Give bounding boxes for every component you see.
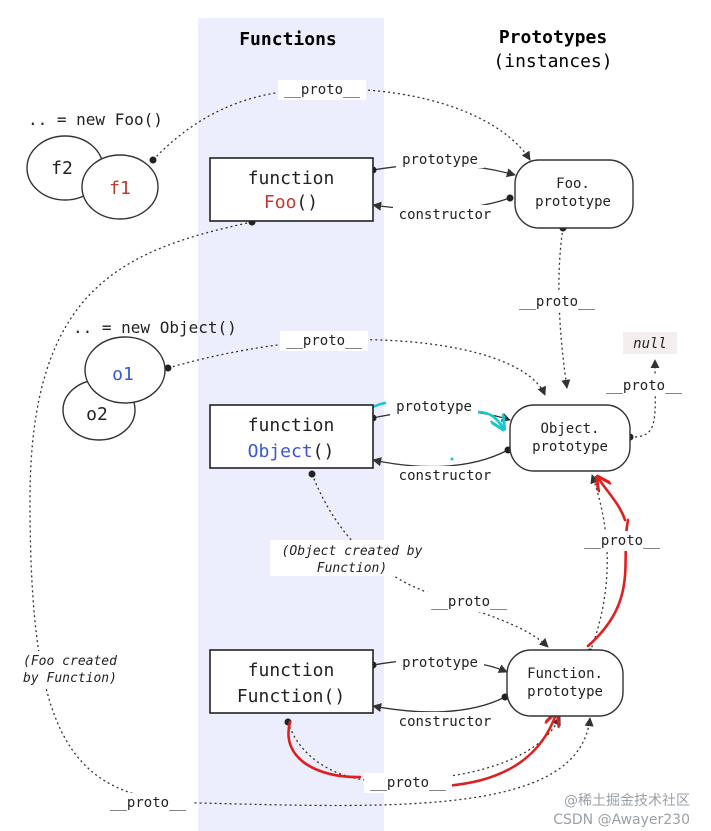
foo-prototype-line1: Foo.	[556, 176, 590, 192]
red-annotation-function-prototype-proto-2	[598, 478, 627, 522]
prototypes-header: Prototypes	[499, 27, 607, 48]
dot	[149, 156, 157, 164]
instance-f1: f1	[81, 154, 159, 220]
function-object-parens: ()	[313, 441, 335, 462]
label-prototype-foo: prototype	[402, 152, 478, 168]
cyan-dot	[450, 457, 454, 461]
o1-label: o1	[112, 364, 134, 385]
function-function-name: Function()	[237, 686, 345, 707]
label-proto-function-prototype: __proto__	[584, 533, 660, 549]
function-object-box: function Object()	[209, 404, 374, 469]
function-prototype-line2: prototype	[527, 684, 603, 700]
red-annotation-function-proto	[287, 720, 362, 779]
edge-object-prototype-null	[629, 359, 660, 438]
dot	[164, 364, 172, 372]
label-proto-o1: __proto__	[286, 333, 362, 349]
o2-label: o2	[86, 404, 108, 425]
f2-label: f2	[51, 158, 73, 179]
note-foo-created-line2: by Function)	[23, 671, 117, 686]
null-label: null	[633, 336, 667, 352]
label-prototype-object: prototype	[396, 399, 472, 415]
function-foo-box: function Foo()	[209, 157, 374, 222]
function-foo-name: Foo	[264, 192, 297, 213]
edge-object-constructor	[372, 449, 509, 468]
watermark-line1: @稀土掘金技术社区	[564, 793, 690, 809]
instance-o1: o1	[84, 336, 166, 404]
function-object-keyword: function	[248, 415, 335, 436]
label-proto-f1: __proto__	[284, 82, 360, 98]
function-object-name: Object	[248, 441, 313, 462]
function-function-keyword: function	[248, 660, 335, 681]
label-proto-object-prototype: __proto__	[606, 378, 682, 394]
object-prototype-node: Object. prototype	[509, 404, 631, 472]
red-annotation-function-proto-2	[443, 714, 556, 788]
edge-function-constructor	[372, 696, 506, 713]
label-proto-foo-fn: __proto__	[110, 795, 186, 811]
function-foo-keyword: function	[248, 168, 335, 189]
function-foo-name-line: Foo()	[264, 192, 318, 213]
new-object-label: .. = new Object()	[73, 318, 237, 337]
label-constructor-foo: constructor	[399, 207, 492, 223]
note-object-created-line1: (Object created by	[282, 544, 423, 559]
foo-prototype-node: Foo. prototype	[514, 159, 634, 229]
object-prototype-line1: Object.	[540, 421, 599, 437]
dot	[506, 194, 514, 202]
function-prototype-node: Function. prototype	[506, 649, 624, 717]
object-prototype-line2: prototype	[532, 439, 608, 455]
functions-header: Functions	[239, 29, 337, 50]
function-object-name-line: Object()	[248, 441, 335, 462]
function-function-box: function Function()	[209, 649, 374, 714]
note-object-created-line2: Function)	[317, 561, 387, 576]
label-proto-function-fn: __proto__	[370, 775, 446, 791]
function-prototype-line1: Function.	[527, 666, 603, 682]
label-constructor-function: constructor	[399, 714, 492, 730]
dot	[308, 470, 316, 478]
instances-header: (instances)	[493, 51, 612, 72]
watermark-line2: CSDN @Awayer230	[553, 812, 690, 828]
note-foo-created-line1: (Foo created	[23, 654, 117, 669]
foo-prototype-line2: prototype	[535, 194, 611, 210]
cyan-annotation-right	[476, 410, 503, 428]
function-foo-parens: ()	[296, 192, 318, 213]
label-constructor-object: constructor	[399, 468, 492, 484]
label-prototype-function: prototype	[402, 655, 478, 671]
null-node: null	[623, 332, 677, 354]
edge-function-prototype-proto	[589, 474, 608, 653]
new-foo-label: .. = new Foo()	[28, 110, 163, 129]
label-proto-object-fn: __proto__	[431, 594, 507, 610]
label-proto-foo-prototype: __proto__	[519, 294, 595, 310]
edge-foo-fn-proto	[29, 221, 594, 807]
edge-object-fn-proto	[311, 473, 549, 648]
f1-label: f1	[109, 178, 131, 199]
